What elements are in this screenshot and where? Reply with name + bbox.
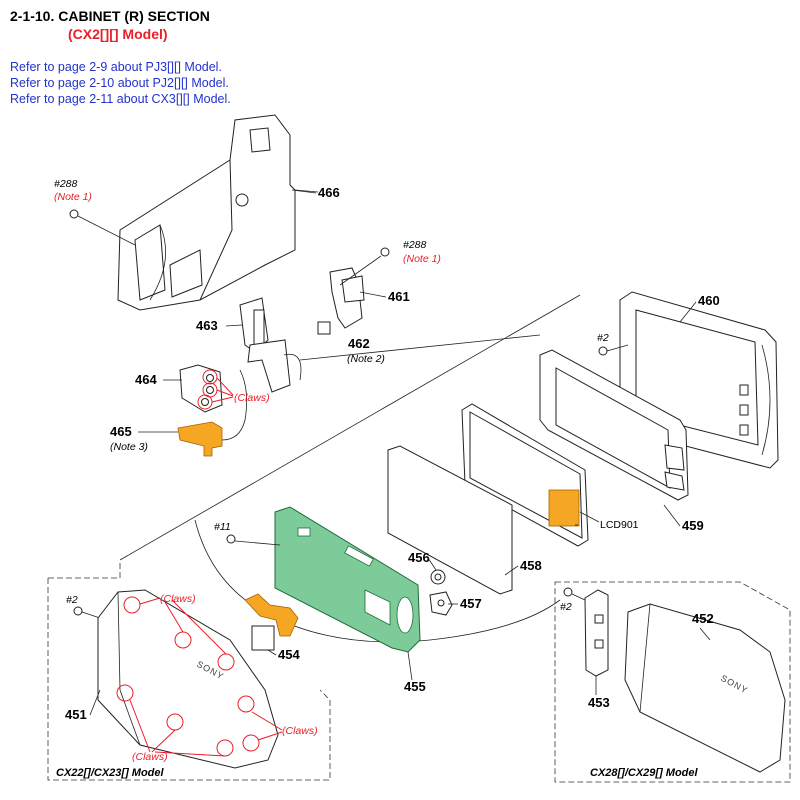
screw-11 <box>226 534 281 546</box>
part-462-block <box>317 321 331 335</box>
screw-label-2-cabinet: #2 <box>597 332 609 344</box>
box-caption-right: CX28[]/CX29[] Model <box>590 767 699 779</box>
guide-curve <box>194 519 561 643</box>
part-455-pcb <box>274 506 421 653</box>
box-cx28-cx29 <box>554 581 791 783</box>
guide-line-upper <box>299 334 541 361</box>
label-460: 460 <box>698 293 720 308</box>
label-456: 456 <box>408 550 430 565</box>
part-466-frame <box>117 114 319 311</box>
note-2: (Note 2) <box>347 353 385 365</box>
label-466: 466 <box>318 185 340 200</box>
model-subtitle: (CX2[][] Model) <box>68 26 168 42</box>
part-459-bezel <box>539 349 689 501</box>
label-454: 454 <box>278 647 300 662</box>
label-452: 452 <box>692 611 714 626</box>
claws-label-464: (Claws) <box>234 392 270 404</box>
box-caption-left: CX22[]/CX23[] Model <box>56 767 165 779</box>
lcd-flex-connector <box>548 489 580 527</box>
claws-label-bottom: (Claws) <box>132 751 168 763</box>
label-455: 455 <box>404 679 426 694</box>
part-453-bracket <box>584 589 609 677</box>
screw-label-288-right: #288 <box>403 239 427 251</box>
note-1-right: (Note 1) <box>403 253 441 265</box>
screw-288-right <box>339 247 390 286</box>
screw-2-cabinet <box>598 344 629 356</box>
screw-2-left-box <box>73 606 101 619</box>
claws-label-top: (Claws) <box>160 593 196 605</box>
part-465-flex <box>177 421 223 457</box>
part-454-tape <box>251 625 275 651</box>
label-462: 462 <box>348 336 370 351</box>
label-453: 453 <box>588 695 610 710</box>
part-452-panel <box>624 603 786 773</box>
part-463-hinge <box>239 297 302 393</box>
section-title: 2-1-10. CABINET (R) SECTION <box>10 8 210 24</box>
part-458-sheet <box>387 445 513 595</box>
label-459: 459 <box>682 518 704 533</box>
part-461-bracket <box>329 267 365 329</box>
claws-label-right: (Claws) <box>282 725 318 737</box>
ref-link-pj2[interactable]: Refer to page 2-10 about PJ2[][] Model. <box>10 76 229 90</box>
part-lcd901-panel <box>461 403 589 547</box>
screw-label-288-left: #288 <box>54 178 78 190</box>
screw-2-right-box <box>563 587 586 601</box>
label-465: 465 <box>110 424 132 439</box>
part-456-knob <box>430 569 446 585</box>
screw-label-11: #11 <box>214 521 231 533</box>
ref-link-cx3[interactable]: Refer to page 2-11 about CX3[][] Model. <box>10 92 231 106</box>
label-461: 461 <box>388 289 410 304</box>
label-451: 451 <box>65 707 87 722</box>
part-454-flex <box>244 593 299 637</box>
part-464-bracket <box>179 364 234 413</box>
ref-link-pj3[interactable]: Refer to page 2-9 about PJ3[][] Model. <box>10 60 222 74</box>
label-464: 464 <box>135 372 157 387</box>
part-451-panel <box>97 589 283 769</box>
screw-label-2-left: #2 <box>66 594 78 606</box>
screw-label-2-right: #2 <box>560 601 572 613</box>
label-463: 463 <box>196 318 218 333</box>
note-3: (Note 3) <box>110 441 148 453</box>
label-457: 457 <box>460 596 482 611</box>
lcd901-label: LCD901 <box>600 519 639 531</box>
box-cx22-cx23 <box>47 560 331 781</box>
part-460-cabinet-frame <box>619 291 779 469</box>
label-458: 458 <box>520 558 542 573</box>
note-1-left: (Note 1) <box>54 191 92 203</box>
part-457-switch <box>429 591 453 616</box>
screw-288-left <box>69 209 136 246</box>
